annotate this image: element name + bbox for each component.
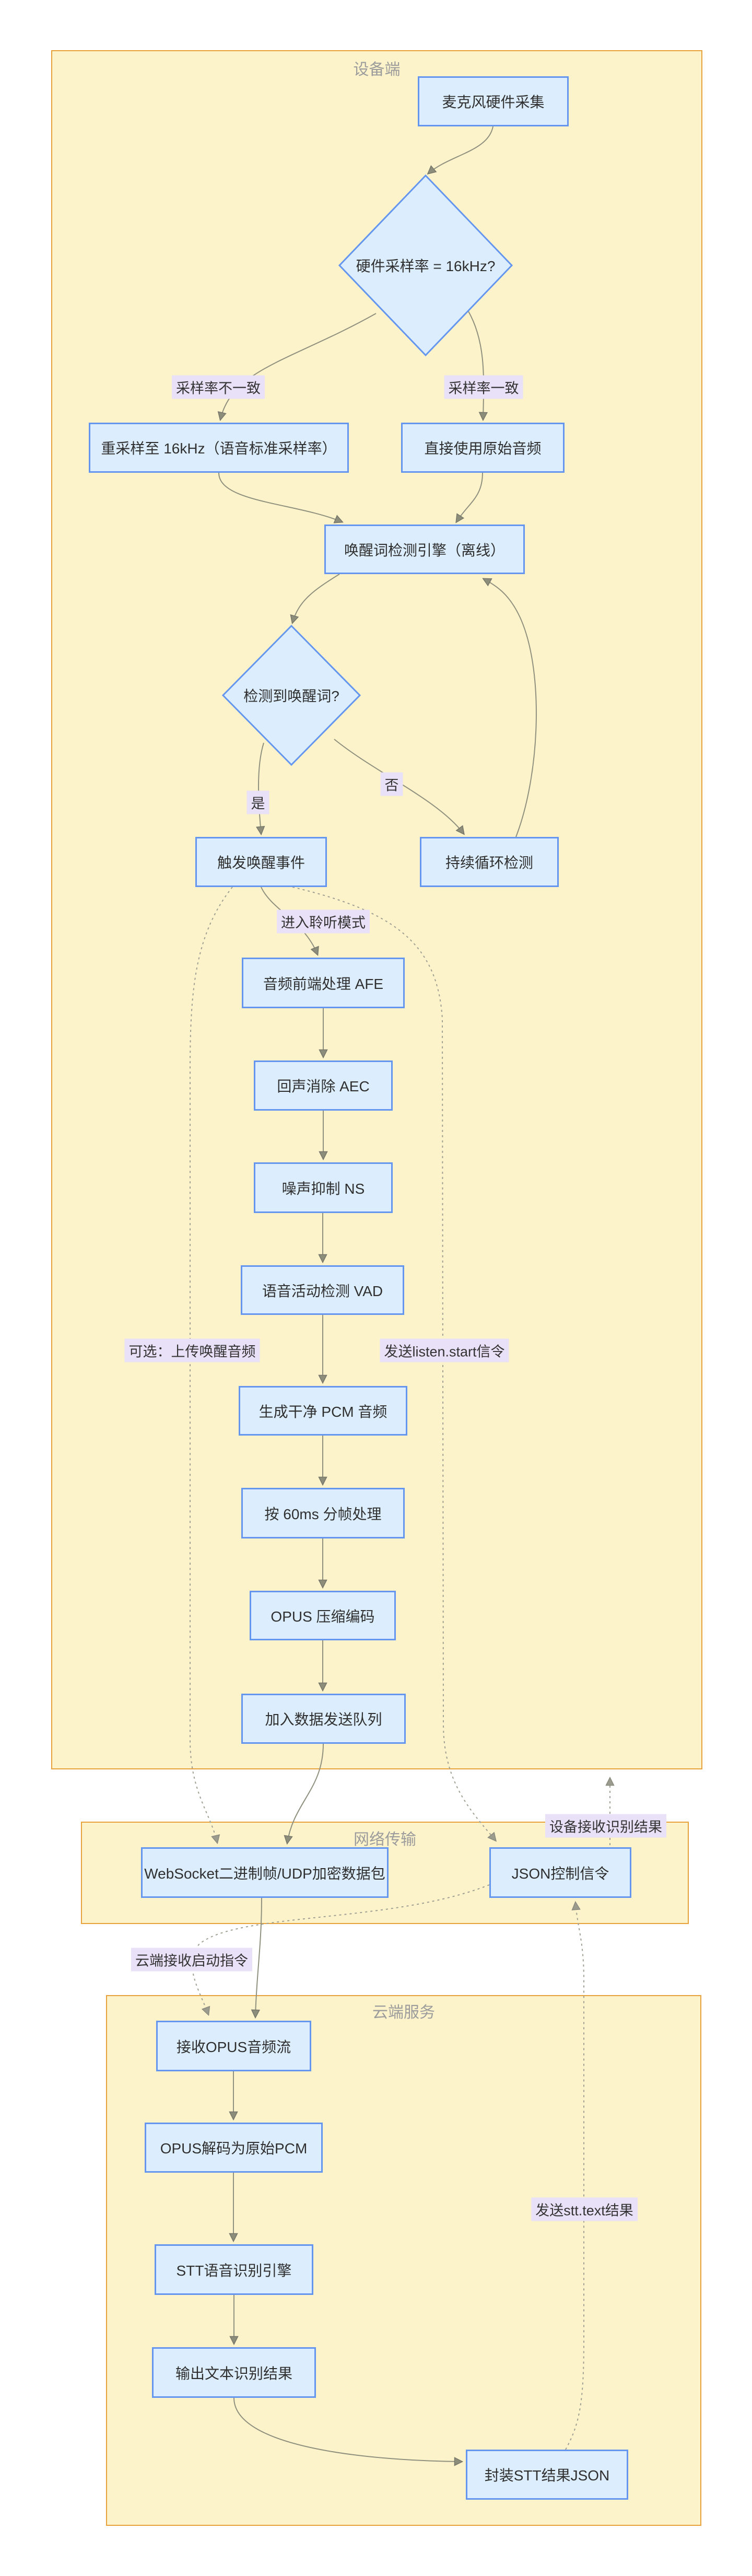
subgraph-device (51, 50, 702, 1769)
edge-resample-to-engine (218, 472, 342, 522)
node-json-signal: JSON控制信令 (489, 1847, 631, 1898)
node-wake-engine: 唤醒词检测引擎（离线） (324, 524, 525, 574)
edge-label-stt-result: 发送stt.text结果 (531, 2197, 638, 2221)
node-frame: 按 60ms 分帧处理 (241, 1488, 405, 1538)
node-wake-check-diamond (221, 624, 361, 766)
node-queue: 加入数据发送队列 (241, 1694, 406, 1744)
node-stt: STT语音识别引擎 (155, 2244, 313, 2295)
edge-trigger-to-websocket-optional (190, 887, 233, 1843)
node-mic: 麦克风硬件采集 (418, 76, 569, 126)
edge-direct-to-engine (456, 472, 483, 522)
node-direct: 直接使用原始音频 (401, 423, 565, 473)
node-text-out: 输出文本识别结果 (152, 2347, 316, 2398)
subgraph-device-title: 设备端 (353, 61, 401, 78)
edge-packjson-to-jsonsignal-result (565, 1903, 584, 2450)
node-opus: OPUS 压缩编码 (250, 1591, 396, 1640)
node-websocket: WebSocket二进制帧/UDP加密数据包 (141, 1847, 389, 1898)
node-vad: 语音活动检测 VAD (241, 1265, 404, 1315)
edge-label-listen-start: 发送listen.start信令 (380, 1338, 509, 1362)
subgraph-network-title: 网络传输 (354, 1831, 416, 1848)
node-loop-detect: 持续循环检测 (420, 837, 559, 887)
node-resample: 重采样至 16kHz（语音标准采样率） (89, 423, 349, 473)
edge-loop-to-engine (484, 579, 537, 837)
node-pack-json: 封装STT结果JSON (466, 2450, 628, 2500)
edge-srcheck-to-resample (220, 313, 377, 419)
node-pcm: 生成干净 PCM 音频 (239, 1386, 407, 1436)
edge-engine-to-wakecheck (292, 574, 340, 623)
edge-label-sr-mismatch: 采样率不一致 (172, 375, 265, 399)
edge-wakecheck-to-loop (334, 739, 464, 834)
node-ns: 噪声抑制 NS (254, 1162, 393, 1213)
subgraph-cloud-title: 云端服务 (372, 2004, 435, 2021)
edge-wakecheck-to-trigger (258, 742, 264, 834)
edge-textout-to-packjson (233, 2397, 462, 2462)
edge-label-yes: 是 (246, 790, 269, 814)
edge-label-listen-mode: 进入聆听模式 (277, 910, 370, 934)
edge-label-sr-match: 采样率一致 (444, 375, 523, 399)
node-sr-check-diamond (338, 174, 513, 357)
node-aec: 回声消除 AEC (254, 1060, 393, 1111)
node-afe: 音频前端处理 AFE (242, 958, 405, 1008)
edge-mic-to-srcheck (428, 126, 494, 173)
edge-label-no: 否 (380, 772, 403, 796)
edge-websocket-to-recvopus (255, 1897, 262, 2017)
node-decode: OPUS解码为原始PCM (145, 2123, 323, 2173)
edge-queue-to-websocket (287, 1743, 324, 1843)
edge-label-cloud-start: 云端接收启动指令 (131, 1948, 252, 1972)
edge-label-optional-upload: 可选：上传唤醒音频 (124, 1338, 260, 1362)
node-wake-check-label: 检测到唤醒词? (243, 688, 339, 704)
node-sr-check-label: 硬件采样率 = 16kHz? (356, 258, 496, 274)
edge-srcheck-to-direct (468, 311, 484, 419)
edge-label-device-receive: 设备接收识别结果 (545, 1814, 666, 1838)
node-trigger: 触发唤醒事件 (195, 837, 327, 887)
node-recv-opus: 接收OPUS音频流 (156, 2021, 311, 2071)
